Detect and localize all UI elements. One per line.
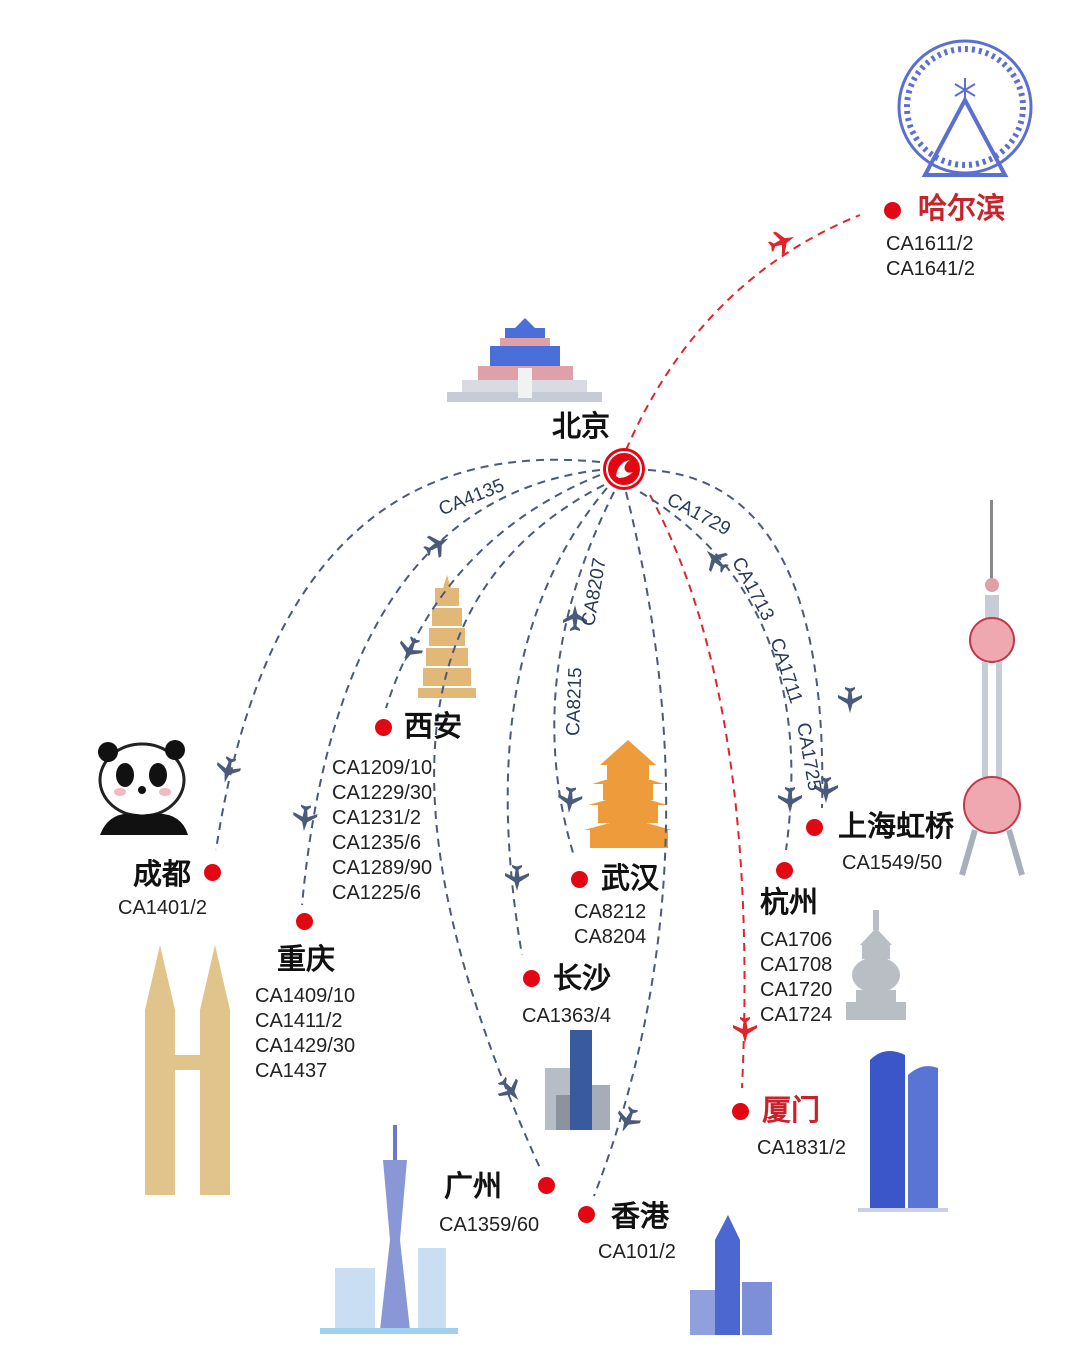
- hub-name: 北京: [552, 409, 611, 443]
- flight-list-xiamen: CA1831/2: [757, 1136, 846, 1161]
- flight-list-chengdu: CA1401/2: [118, 896, 207, 921]
- city-dot-chengdu[interactable]: [204, 864, 221, 881]
- twin-towers-icon: [145, 945, 230, 1195]
- city-dot-guangzhou[interactable]: [538, 1177, 555, 1194]
- flight-number: CA1708: [760, 954, 833, 976]
- city-name-xian: 西安: [404, 709, 463, 743]
- route-shanghai: [647, 469, 824, 809]
- city-dot-chongqing[interactable]: [296, 913, 313, 930]
- city-name-changsha: 长沙: [553, 961, 612, 995]
- flight-number: CA1359/60: [439, 1214, 540, 1236]
- flight-number: CA1411/2: [255, 1010, 343, 1032]
- city-dot-shanghai[interactable]: [806, 819, 823, 836]
- plane-icon: [733, 1017, 757, 1043]
- route-harbin: [625, 214, 861, 451]
- canton-tower-icon: [320, 1125, 458, 1334]
- flight-list-shanghai: CA1549/50: [842, 851, 942, 876]
- flight-list-guangzhou: CA1359/60: [439, 1213, 539, 1238]
- flight-number: CA1225/6: [332, 882, 421, 904]
- route-changsha: [506, 487, 608, 956]
- route-hangzhou: [639, 491, 793, 851]
- flight-number: CA1363/4: [522, 1005, 611, 1027]
- bank-tower-icon: [690, 1215, 772, 1335]
- flight-number: CA1231/2: [332, 807, 421, 829]
- flight-number: CA1611/2: [886, 233, 974, 255]
- flight-number: CA1720: [760, 979, 833, 1001]
- plane-icon: [765, 226, 799, 258]
- city-dot-hongkong[interactable]: [578, 1206, 595, 1223]
- flight-number: CA1289/90: [332, 857, 433, 879]
- city-dot-xian[interactable]: [375, 719, 392, 736]
- route-guangzhou: [433, 484, 605, 1169]
- city-dot-harbin[interactable]: [884, 202, 901, 219]
- route-xiamen: [649, 494, 746, 1089]
- city-dot-changsha[interactable]: [523, 970, 540, 987]
- city-dot-wuhan[interactable]: [571, 871, 588, 888]
- route-hongkong: [593, 491, 668, 1197]
- temple-of-heaven-icon: [447, 318, 602, 402]
- flight-number: CA1209/10: [332, 757, 433, 779]
- pearl-tower-icon: [959, 500, 1025, 876]
- air-china-phoenix-logo: [603, 448, 645, 490]
- flight-list-changsha: CA1363/4: [522, 1004, 611, 1029]
- plane-icon: [838, 687, 862, 713]
- plane-icon: [505, 865, 529, 891]
- route-label: CA8215: [563, 666, 587, 737]
- flight-number: CA1641/2: [886, 258, 975, 280]
- plane-icon: [778, 787, 802, 813]
- flight-number: CA1831/2: [757, 1137, 846, 1159]
- city-name-chongqing: 重庆: [277, 942, 336, 976]
- city-name-shanghai: 上海虹桥: [838, 809, 955, 843]
- flight-number: CA1235/6: [332, 832, 421, 854]
- panda-icon: [98, 740, 188, 835]
- stupa-icon: [846, 910, 906, 1020]
- city-dot-xiamen[interactable]: [732, 1103, 749, 1120]
- twin-curved-towers-icon: [858, 1051, 948, 1212]
- city-name-chengdu: 成都: [133, 857, 192, 891]
- route-chengdu: [215, 458, 601, 851]
- flight-number: CA8212: [574, 901, 647, 923]
- city-name-harbin: 哈尔滨: [918, 191, 1006, 225]
- ferris-wheel-icon: [897, 39, 1033, 177]
- flight-number: CA1437: [255, 1060, 328, 1082]
- flight-number: CA1229/30: [332, 782, 433, 804]
- city-name-xiamen: 厦门: [762, 1093, 821, 1127]
- flight-number: CA1706: [760, 929, 833, 951]
- yellow-crane-tower-icon: [584, 740, 672, 848]
- route-wuhan: [553, 491, 615, 857]
- city-name-hangzhou: 杭州: [760, 885, 819, 919]
- flight-number: CA1429/30: [255, 1035, 356, 1057]
- flight-number: CA1549/50: [842, 852, 943, 874]
- plane-icon: [291, 804, 319, 832]
- plane-icon: [393, 633, 427, 667]
- flight-number: CA1409/10: [255, 985, 356, 1007]
- city-dot-hangzhou[interactable]: [776, 862, 793, 879]
- flight-number: CA1724: [760, 1004, 833, 1026]
- flight-number: CA101/2: [598, 1241, 676, 1263]
- city-name-wuhan: 武汉: [601, 861, 660, 895]
- pagoda-icon: [418, 575, 476, 698]
- skyline-icon: [545, 1030, 610, 1130]
- plane-icon: [698, 542, 734, 578]
- flight-number: CA8204: [574, 926, 647, 948]
- city-name-guangzhou: 广州: [444, 1169, 503, 1203]
- flight-list-hongkong: CA101/2: [598, 1240, 676, 1265]
- plane-icon: [492, 1072, 528, 1108]
- city-name-hongkong: 香港: [611, 1199, 670, 1233]
- route-xian: [385, 474, 601, 709]
- flight-number: CA1401/2: [118, 897, 207, 919]
- route-chongqing: [301, 469, 601, 906]
- plane-icon: [556, 786, 584, 814]
